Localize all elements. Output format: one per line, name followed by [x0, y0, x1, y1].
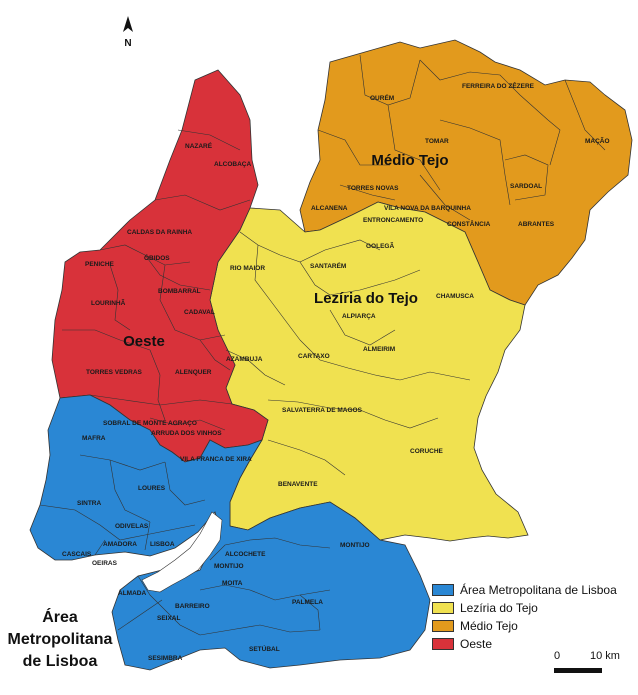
label-rio-maior: RIO MAIOR — [230, 265, 265, 272]
label-golega: GOLEGÃ — [366, 241, 394, 250]
label-azambuja: AZAMBUJA — [226, 356, 263, 363]
label-lisboa: LISBOA — [150, 541, 175, 548]
region-label-medio-tejo: Médio Tejo — [371, 152, 448, 169]
label-odivelas: ODIVELAS — [115, 523, 149, 530]
label-alenquer: ALENQUER — [175, 369, 212, 376]
label-entroncamento: ENTRONCAMENTO — [363, 217, 423, 224]
municipal-borders — [39, 54, 606, 636]
region-label-oeste: Oeste — [123, 333, 165, 350]
label-cascais: CASCAIS — [62, 551, 92, 558]
label-alcochete: ALCOCHETE — [225, 551, 266, 558]
label-loures: LOURES — [138, 485, 166, 492]
legend-item: Lezíria do Tejo — [432, 599, 617, 617]
label-salvaterra: SALVATERRA DE MAGOS — [282, 407, 363, 414]
label-lourinha: LOURINHÃ — [91, 298, 126, 307]
label-almada: ALMADA — [118, 590, 146, 597]
label-moita: MOITA — [222, 580, 243, 587]
label-vila-nova: VILA NOVA DA BARQUINHA — [384, 205, 471, 212]
legend-label: Lezíria do Tejo — [460, 601, 538, 615]
scale-end-label: 10 km — [590, 650, 620, 662]
legend-swatch — [432, 638, 454, 650]
label-ferreira: FERREIRA DO ZÊZERE — [462, 81, 535, 90]
north-arrow-icon — [123, 16, 133, 32]
label-almeirim: ALMEIRIM — [363, 346, 395, 353]
label-mafra: MAFRA — [82, 435, 106, 442]
region-label-aml-3: de Lisboa — [23, 653, 98, 670]
tejo-estuary — [141, 511, 223, 593]
label-sintra: SINTRA — [77, 500, 102, 507]
legend: Área Metropolitana de Lisboa Lezíria do … — [432, 581, 617, 653]
label-cartaxo: CARTAXO — [298, 353, 330, 360]
label-sardoal: SARDOAL — [510, 183, 542, 190]
label-arruda: ARRUDA DOS VINHOS — [151, 430, 222, 437]
legend-item: Médio Tejo — [432, 617, 617, 635]
label-macao: MAÇÃO — [585, 136, 610, 145]
label-sesimbra: SESIMBRA — [148, 655, 183, 662]
label-bombarral: BOMBARRAL — [158, 288, 201, 295]
scale-bar-line — [554, 668, 602, 673]
label-sobral: SOBRAL DE MONTE AGRAÇO — [103, 420, 197, 427]
north-arrow: N — [118, 14, 138, 50]
north-label: N — [124, 38, 131, 49]
label-benavente: BENAVENTE — [278, 481, 318, 488]
label-ourem: OURÉM — [370, 93, 394, 102]
label-cadaval: CADAVAL — [184, 309, 215, 316]
label-vila-franca: VILA FRANCA DE XIRA — [180, 456, 252, 463]
label-tomar: TOMAR — [425, 138, 449, 145]
label-alcanena: ALCANENA — [311, 205, 348, 212]
label-caldas: CALDAS DA RAINHA — [127, 229, 192, 236]
label-setubal: SETÚBAL — [249, 644, 280, 653]
legend-item: Área Metropolitana de Lisboa — [432, 581, 617, 599]
scale-bar: 0 10 km — [550, 650, 630, 680]
label-amadora: AMADORA — [103, 541, 137, 548]
scale-start-label: 0 — [554, 650, 561, 662]
label-alpiarca: ALPIARÇA — [342, 313, 376, 320]
label-abrantes: ABRANTES — [518, 221, 555, 228]
region-aml — [29, 394, 431, 671]
label-chamusca: CHAMUSCA — [436, 293, 474, 300]
label-palmela: PALMELA — [292, 599, 323, 606]
label-torres-novas: TORRES NOVAS — [347, 185, 399, 192]
legend-label: Área Metropolitana de Lisboa — [460, 583, 617, 597]
label-peniche: PENICHE — [85, 261, 115, 268]
legend-swatch — [432, 584, 454, 596]
label-oeiras: OEIRAS — [92, 560, 118, 567]
label-seixal: SEIXAL — [157, 615, 181, 622]
label-barreiro: BARREIRO — [175, 603, 210, 610]
region-label-aml-2: Metropolitana — [8, 631, 113, 648]
label-santarem: SANTARÉM — [310, 261, 346, 270]
region-label-leziria: Lezíria do Tejo — [314, 290, 418, 307]
legend-swatch — [432, 602, 454, 614]
label-nazare: NAZARÉ — [185, 141, 213, 150]
legend-item: Oeste — [432, 635, 617, 653]
legend-label: Oeste — [460, 637, 493, 651]
label-montijo-east: MONTIJO — [340, 542, 370, 549]
label-constancia: CONSTÂNCIA — [447, 219, 491, 228]
legend-swatch — [432, 620, 454, 632]
label-alcobaca: ALCOBAÇA — [214, 161, 251, 168]
label-coruche: CORUCHE — [410, 448, 444, 455]
label-montijo-west: MONTIJO — [214, 563, 244, 570]
legend-label: Médio Tejo — [460, 619, 518, 633]
label-obidos: ÓBIDOS — [144, 253, 170, 262]
region-label-aml-1: Área — [42, 607, 78, 626]
label-torres-vedras: TORRES VEDRAS — [86, 369, 143, 376]
